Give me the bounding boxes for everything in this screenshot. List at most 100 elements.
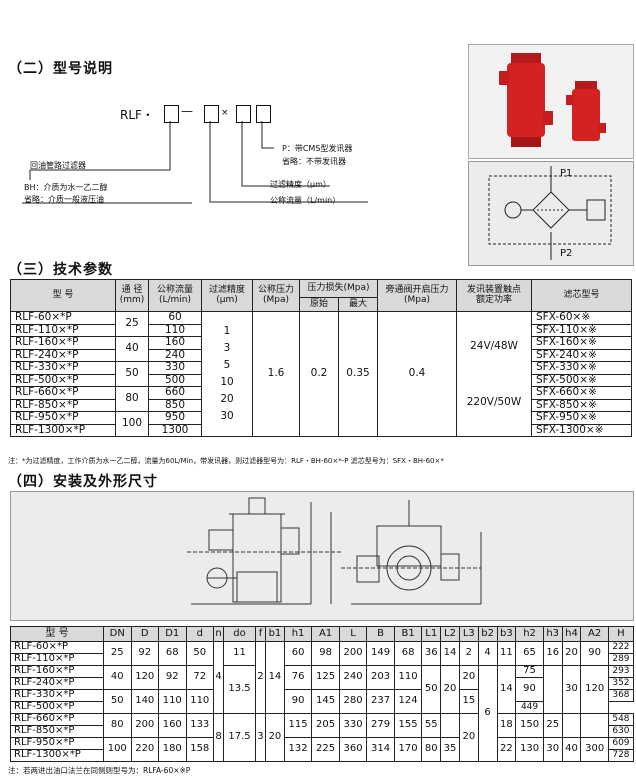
dim-cell: 20 bbox=[561, 641, 582, 666]
dim-model: RLF-850×*P bbox=[10, 725, 104, 738]
dim-cell: 300 bbox=[580, 737, 609, 762]
dim-cell: 110 bbox=[158, 689, 187, 714]
section4-title: （四）安装及外形尺寸 bbox=[8, 474, 158, 490]
dim-cell: 72 bbox=[185, 665, 214, 690]
dim-cell: 11 bbox=[223, 641, 256, 666]
element-cell: SFX-500×※ bbox=[531, 373, 632, 387]
th-loss-max: 最大 bbox=[338, 297, 378, 312]
flow-cell: 500 bbox=[148, 373, 202, 387]
th-model: 型 号 bbox=[10, 279, 116, 312]
dim-th: do bbox=[223, 626, 256, 642]
dim-cell: 155 bbox=[393, 713, 423, 738]
dimensions-note: 注：若两进出油口法兰在同侧则型号为：RLFA-60×※P bbox=[8, 766, 191, 775]
dim-cell: 40 bbox=[561, 737, 582, 762]
dim-cell: 40 bbox=[103, 665, 132, 690]
dim-model: RLF-110×*P bbox=[10, 653, 104, 666]
section3-title: （三）技术参数 bbox=[8, 262, 113, 278]
flow-cell: 60 bbox=[148, 311, 202, 325]
dim-cell: 20 bbox=[458, 665, 479, 690]
dim-cell: 352 bbox=[607, 677, 635, 690]
dim-cell: 630 bbox=[607, 725, 635, 738]
model-cell: RLF-660×*P bbox=[10, 386, 116, 400]
dim-th: B bbox=[366, 626, 395, 642]
dim-cell: 60 bbox=[283, 641, 313, 666]
dim-cell: 120 bbox=[580, 665, 609, 714]
dim-th: A2 bbox=[580, 626, 609, 642]
model-cell: RLF-330×*P bbox=[10, 361, 116, 375]
dim-cell: 6 bbox=[477, 665, 498, 762]
model-code-leader-lines bbox=[22, 121, 368, 204]
dim-cell: 124 bbox=[393, 689, 423, 714]
element-cell: SFX-160×※ bbox=[531, 336, 632, 350]
dim-cell: 17.5 bbox=[223, 713, 256, 762]
dim-th: L2 bbox=[440, 626, 460, 642]
dim-cell: 68 bbox=[393, 641, 423, 666]
flow-cell: 160 bbox=[148, 336, 202, 350]
dim-cell: 548 bbox=[607, 713, 635, 726]
dim-cell: 36 bbox=[421, 641, 442, 666]
element-cell: SFX-60×※ bbox=[531, 311, 632, 325]
dim-th: h4 bbox=[561, 626, 582, 642]
dim-cell: 2 bbox=[458, 641, 479, 666]
dim-cell: 76 bbox=[283, 665, 313, 690]
bore-cell: 100 bbox=[115, 411, 149, 437]
dim-cell: 115 bbox=[283, 713, 313, 738]
label-medium-omit: 省略：介质一般液压油 bbox=[24, 195, 104, 204]
bore-cell: 50 bbox=[115, 361, 149, 387]
tech-params-note: 注：*为过滤精度，工作介质为水一乙二醇，流量为60L/Min，带发讯器，则过滤器… bbox=[8, 457, 444, 465]
dim-cell: 180 bbox=[158, 737, 187, 762]
dim-cell bbox=[440, 713, 460, 738]
model-cell: RLF-950×*P bbox=[10, 411, 116, 425]
dim-th: A1 bbox=[311, 626, 340, 642]
dim-model: RLF-330×*P bbox=[10, 689, 104, 702]
dim-cell: 133 bbox=[185, 713, 214, 738]
label-signal-p: P：带CMS型发讯器 bbox=[282, 144, 353, 153]
dim-cell: 55 bbox=[421, 713, 442, 738]
dim-model: RLF-1300×*P bbox=[10, 749, 104, 762]
dim-cell: 205 bbox=[311, 713, 340, 738]
dim-cell bbox=[561, 713, 582, 738]
dim-cell: 50 bbox=[421, 665, 442, 714]
dim-cell: 30 bbox=[542, 737, 563, 762]
dim-cell: 609 bbox=[607, 737, 635, 750]
label-filter-name: 回油管路过滤器 bbox=[30, 161, 86, 170]
code-box-medium bbox=[164, 105, 179, 123]
dim-cell: 20 bbox=[458, 713, 479, 762]
dimension-drawing bbox=[10, 491, 634, 621]
flow-cell: 330 bbox=[148, 361, 202, 375]
dim-cell: 3 bbox=[254, 713, 267, 762]
code-dash: — bbox=[181, 104, 193, 118]
dim-cell: 18 bbox=[496, 713, 517, 738]
dim-cell: 728 bbox=[607, 749, 635, 762]
dim-cell: 92 bbox=[130, 641, 159, 666]
flow-cell: 240 bbox=[148, 348, 202, 362]
dim-cell: 25 bbox=[542, 713, 563, 738]
dim-th: L1 bbox=[421, 626, 442, 642]
dim-cell: 279 bbox=[366, 713, 395, 738]
model-cell: RLF-240×*P bbox=[10, 348, 116, 362]
dim-cell: 20 bbox=[440, 665, 460, 714]
dim-cell: 293 bbox=[607, 665, 635, 678]
tech-params-table: 型 号 通 径(mm) 公称流量(L/min) 过滤精度(μm) 公称压力(Mp… bbox=[10, 279, 632, 437]
product-photo bbox=[468, 44, 634, 159]
dim-model: RLF-950×*P bbox=[10, 737, 104, 750]
dim-cell: 360 bbox=[338, 737, 368, 762]
flow-cell: 850 bbox=[148, 398, 202, 412]
dim-cell: 222 bbox=[607, 641, 635, 654]
dim-cell: 158 bbox=[185, 737, 214, 762]
model-cell: RLF-160×*P bbox=[10, 336, 116, 350]
dim-cell: 200 bbox=[130, 713, 159, 738]
th-precision: 过滤精度(μm) bbox=[201, 279, 253, 312]
dim-cell: 203 bbox=[366, 665, 395, 690]
dim-cell: 16 bbox=[542, 641, 563, 666]
code-box-signal bbox=[256, 105, 271, 123]
dim-th: h3 bbox=[542, 626, 563, 642]
th-bore: 通 径(mm) bbox=[115, 279, 149, 312]
dim-cell: 149 bbox=[366, 641, 395, 666]
dim-th: h2 bbox=[515, 626, 544, 642]
dim-cell: 125 bbox=[311, 665, 340, 690]
dim-cell: 110 bbox=[185, 689, 214, 714]
dim-th: f bbox=[254, 626, 267, 642]
dim-cell: 13.5 bbox=[223, 665, 256, 714]
th-pressure: 公称压力(Mpa) bbox=[252, 279, 300, 312]
